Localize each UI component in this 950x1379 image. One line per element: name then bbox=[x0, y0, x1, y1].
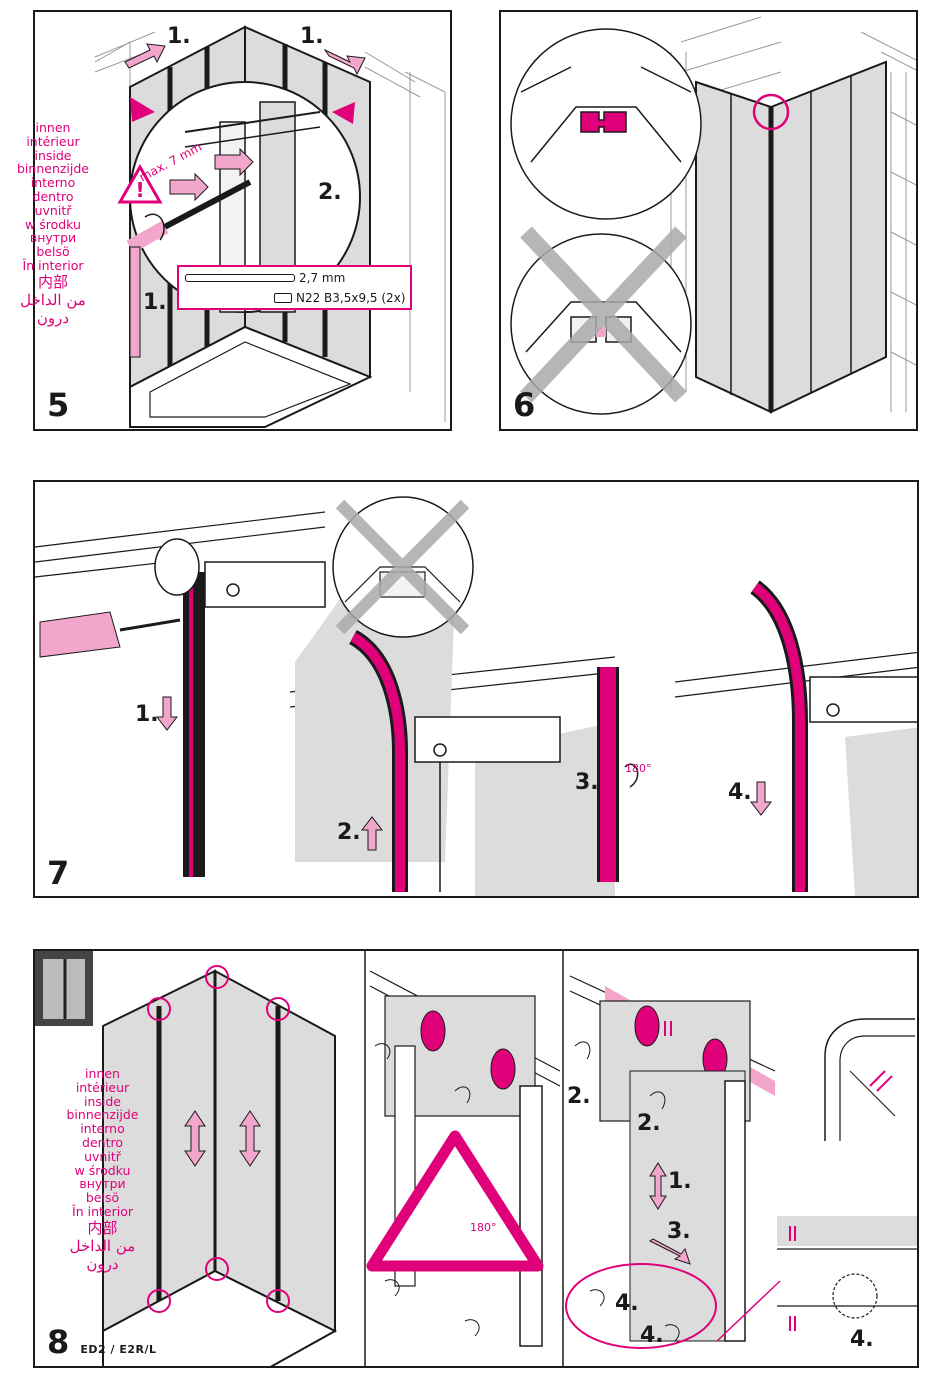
lang8-ru: внутри bbox=[79, 1176, 126, 1192]
step-5-label-1-lower: 1. bbox=[143, 290, 167, 315]
step-7-label-3: 3. bbox=[575, 770, 599, 795]
rotate-180-label: 180° bbox=[625, 762, 652, 775]
lang8-en: inside bbox=[83, 1093, 121, 1109]
screw-row: N22 B3,5x9,5 (2x) bbox=[274, 291, 405, 305]
step-5-number: 5 bbox=[47, 386, 70, 424]
step-6-panel: 6 bbox=[499, 10, 918, 431]
screw-spec-text: N22 B3,5x9,5 (2x) bbox=[296, 291, 406, 305]
lang-hu: belsö bbox=[36, 244, 70, 260]
lang8-fa: درون bbox=[86, 1254, 119, 1273]
inside-language-list-5: innen intérieur inside binnenzijde inter… bbox=[8, 121, 98, 327]
rotate-180-label-b: 180° bbox=[470, 1221, 497, 1234]
step-7-number: 7 bbox=[47, 854, 70, 892]
step-8-label-4-b: 4. bbox=[640, 1323, 664, 1348]
lang-zh: 内部 bbox=[37, 272, 68, 291]
step-7-illustration bbox=[35, 496, 917, 896]
step-8-number: 8 ED2 / E2R/L bbox=[47, 1323, 157, 1361]
lang8-pl: w środku bbox=[74, 1162, 131, 1178]
lang-pl: w środku bbox=[25, 216, 81, 232]
step-8-label-1: 1. bbox=[668, 1169, 692, 1194]
step-8-model-code: ED2 / E2R/L bbox=[80, 1343, 157, 1356]
lang8-ro: În interior bbox=[72, 1203, 133, 1219]
step-5-panel: ! 1. 1. 2. 1. max. 7 mm 2,7 mm N22 B3,5x… bbox=[33, 10, 452, 431]
lang-ar: من الداخل bbox=[20, 290, 86, 309]
step-6-number: 6 bbox=[513, 386, 536, 424]
step-5-label-1-right: 1. bbox=[300, 24, 324, 49]
step-8-label-3: 3. bbox=[667, 1219, 691, 1244]
step-7-label-2: 2. bbox=[337, 820, 361, 845]
step-8-label-4-c: 4. bbox=[850, 1327, 874, 1352]
step-6-illustration bbox=[510, 16, 916, 415]
lang8-nl: binnenzijde bbox=[66, 1107, 139, 1123]
step-7-panel: 1. 2. 3. 4. 180° 7 bbox=[33, 480, 919, 898]
lang8-de: innen bbox=[85, 1066, 120, 1081]
screw-icon bbox=[274, 293, 292, 303]
lang8-hu: belsö bbox=[85, 1190, 120, 1206]
lang-fa: درون bbox=[36, 308, 70, 327]
lang-ro: În interior bbox=[22, 257, 84, 273]
lang-nl: binnenzijde bbox=[17, 161, 89, 177]
step-8-illustration bbox=[35, 951, 917, 1366]
drill-bit-row: 2,7 mm bbox=[185, 271, 345, 285]
svg-text:!: ! bbox=[135, 178, 144, 202]
lang-it: interno bbox=[30, 175, 76, 191]
step-7-label-1: 1. bbox=[135, 702, 159, 727]
inside-language-list-8: innen intérieur inside binnenzijde inter… bbox=[55, 1067, 150, 1273]
lang8-fr: intérieur bbox=[75, 1079, 130, 1095]
drill-screw-spec-box: 2,7 mm N22 B3,5x9,5 (2x) bbox=[177, 265, 412, 310]
drill-size-text: 2,7 mm bbox=[299, 271, 346, 285]
step-8-number-text: 8 bbox=[47, 1323, 70, 1361]
lang-pt: dentro bbox=[32, 188, 74, 204]
lang8-pt: dentro bbox=[82, 1134, 123, 1150]
lang-fr: intérieur bbox=[26, 133, 80, 149]
lang8-it: interno bbox=[80, 1121, 125, 1137]
lang8-cs: uvnitř bbox=[84, 1148, 121, 1164]
step-8-label-4-a: 4. bbox=[615, 1291, 639, 1316]
lang-en: inside bbox=[34, 147, 72, 163]
lang-cs: uvnitř bbox=[34, 202, 72, 218]
lang8-zh: 内部 bbox=[87, 1218, 118, 1237]
lang8-ar: من الداخل bbox=[69, 1236, 136, 1255]
lang-ru: внутри bbox=[29, 230, 77, 246]
lang-de: innen bbox=[35, 120, 71, 135]
step-8-panel: innen intérieur inside binnenzijde inter… bbox=[33, 949, 919, 1368]
step-7-label-4: 4. bbox=[728, 780, 752, 805]
step-8-label-2-left: 2. bbox=[567, 1084, 591, 1109]
step-8-label-2-mid: 2. bbox=[637, 1111, 661, 1136]
step-5-label-1-left: 1. bbox=[167, 24, 191, 49]
step-5-label-2: 2. bbox=[318, 180, 342, 205]
drill-bit-icon bbox=[185, 274, 295, 282]
